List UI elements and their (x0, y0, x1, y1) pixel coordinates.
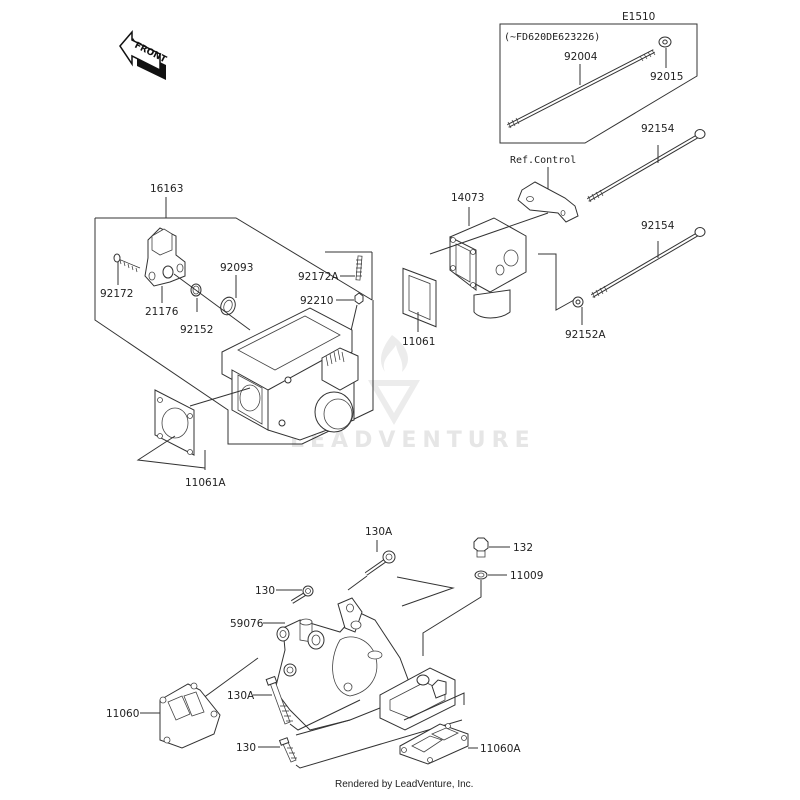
front-direction-indicator: FRONT (119, 29, 169, 80)
stud-92004 (507, 49, 656, 129)
washer-11009 (474, 570, 488, 580)
callout-130-top[interactable]: 130 (255, 585, 275, 597)
callout-92172A[interactable]: 92172A (298, 271, 339, 283)
stud-92172A (355, 255, 363, 281)
callout-130-bottom[interactable]: 130 (236, 742, 256, 754)
leadventure-watermark: LEADVENTURE (290, 335, 536, 453)
intake-duct-14073 (449, 217, 527, 319)
callout-92004[interactable]: 92004 (564, 51, 598, 63)
control-bracket (517, 181, 579, 223)
nut-92210 (354, 292, 364, 305)
callout-16163[interactable]: 16163 (150, 183, 183, 195)
callout-130A-bottom[interactable]: 130A (227, 690, 255, 702)
callout-130A-top[interactable]: 130A (365, 526, 393, 538)
throttle-body (189, 307, 359, 441)
bolt-130-bottom (278, 737, 297, 763)
bolt-130-top (290, 585, 314, 604)
callout-92093[interactable]: 92093 (220, 262, 253, 274)
front-arrow-icon (119, 29, 166, 80)
gasket-11061A (154, 389, 195, 456)
callout-92152[interactable]: 92152 (180, 324, 213, 336)
callout-92152A[interactable]: 92152A (565, 329, 606, 341)
callout-92154-top[interactable]: 92154 (641, 123, 675, 135)
gasket-11060A (399, 723, 469, 765)
callout-92210[interactable]: 92210 (300, 295, 333, 307)
watermark-text: LEADVENTURE (290, 428, 536, 453)
washer-92152A (572, 296, 584, 308)
callout-21176[interactable]: 21176 (145, 306, 179, 318)
ref-control-label: Ref.Control (510, 155, 576, 166)
callout-92172[interactable]: 92172 (100, 288, 133, 300)
callout-14073[interactable]: 14073 (451, 192, 484, 204)
callout-11061[interactable]: 11061 (402, 336, 435, 348)
nut-92015 (658, 36, 672, 48)
bolt-92154-mid (590, 227, 706, 299)
screw-92172 (113, 253, 141, 273)
bolt-92154-top (586, 129, 706, 203)
washer-92093 (220, 296, 236, 316)
bolt-130A-top (364, 550, 396, 576)
bolt-130A-bottom (265, 675, 293, 725)
serial-range-box: (~FD620DE623226) 92004 92015 (499, 23, 698, 144)
callout-11060A[interactable]: 11060A (480, 743, 521, 755)
callout-132[interactable]: 132 (513, 542, 533, 554)
page-code: E1510 (622, 11, 655, 23)
leadventure-logo-icon (368, 335, 420, 425)
callout-11060[interactable]: 11060 (106, 708, 139, 720)
callout-92154-mid[interactable]: 92154 (641, 220, 675, 232)
throttle-position-sensor-21176 (144, 227, 186, 287)
callout-11009[interactable]: 11009 (510, 570, 543, 582)
intake-manifold-59076 (274, 597, 456, 731)
callout-11061A[interactable]: 11061A (185, 477, 226, 489)
callout-92015[interactable]: 92015 (650, 71, 683, 83)
plug-132 (473, 537, 489, 558)
gasket-11060 (159, 682, 221, 749)
gasket-11061 (402, 267, 437, 328)
serial-note: (~FD620DE623226) (504, 32, 600, 43)
callout-59076[interactable]: 59076 (230, 618, 264, 630)
rendered-by-credit: Rendered by LeadVenture, Inc. (335, 779, 473, 790)
